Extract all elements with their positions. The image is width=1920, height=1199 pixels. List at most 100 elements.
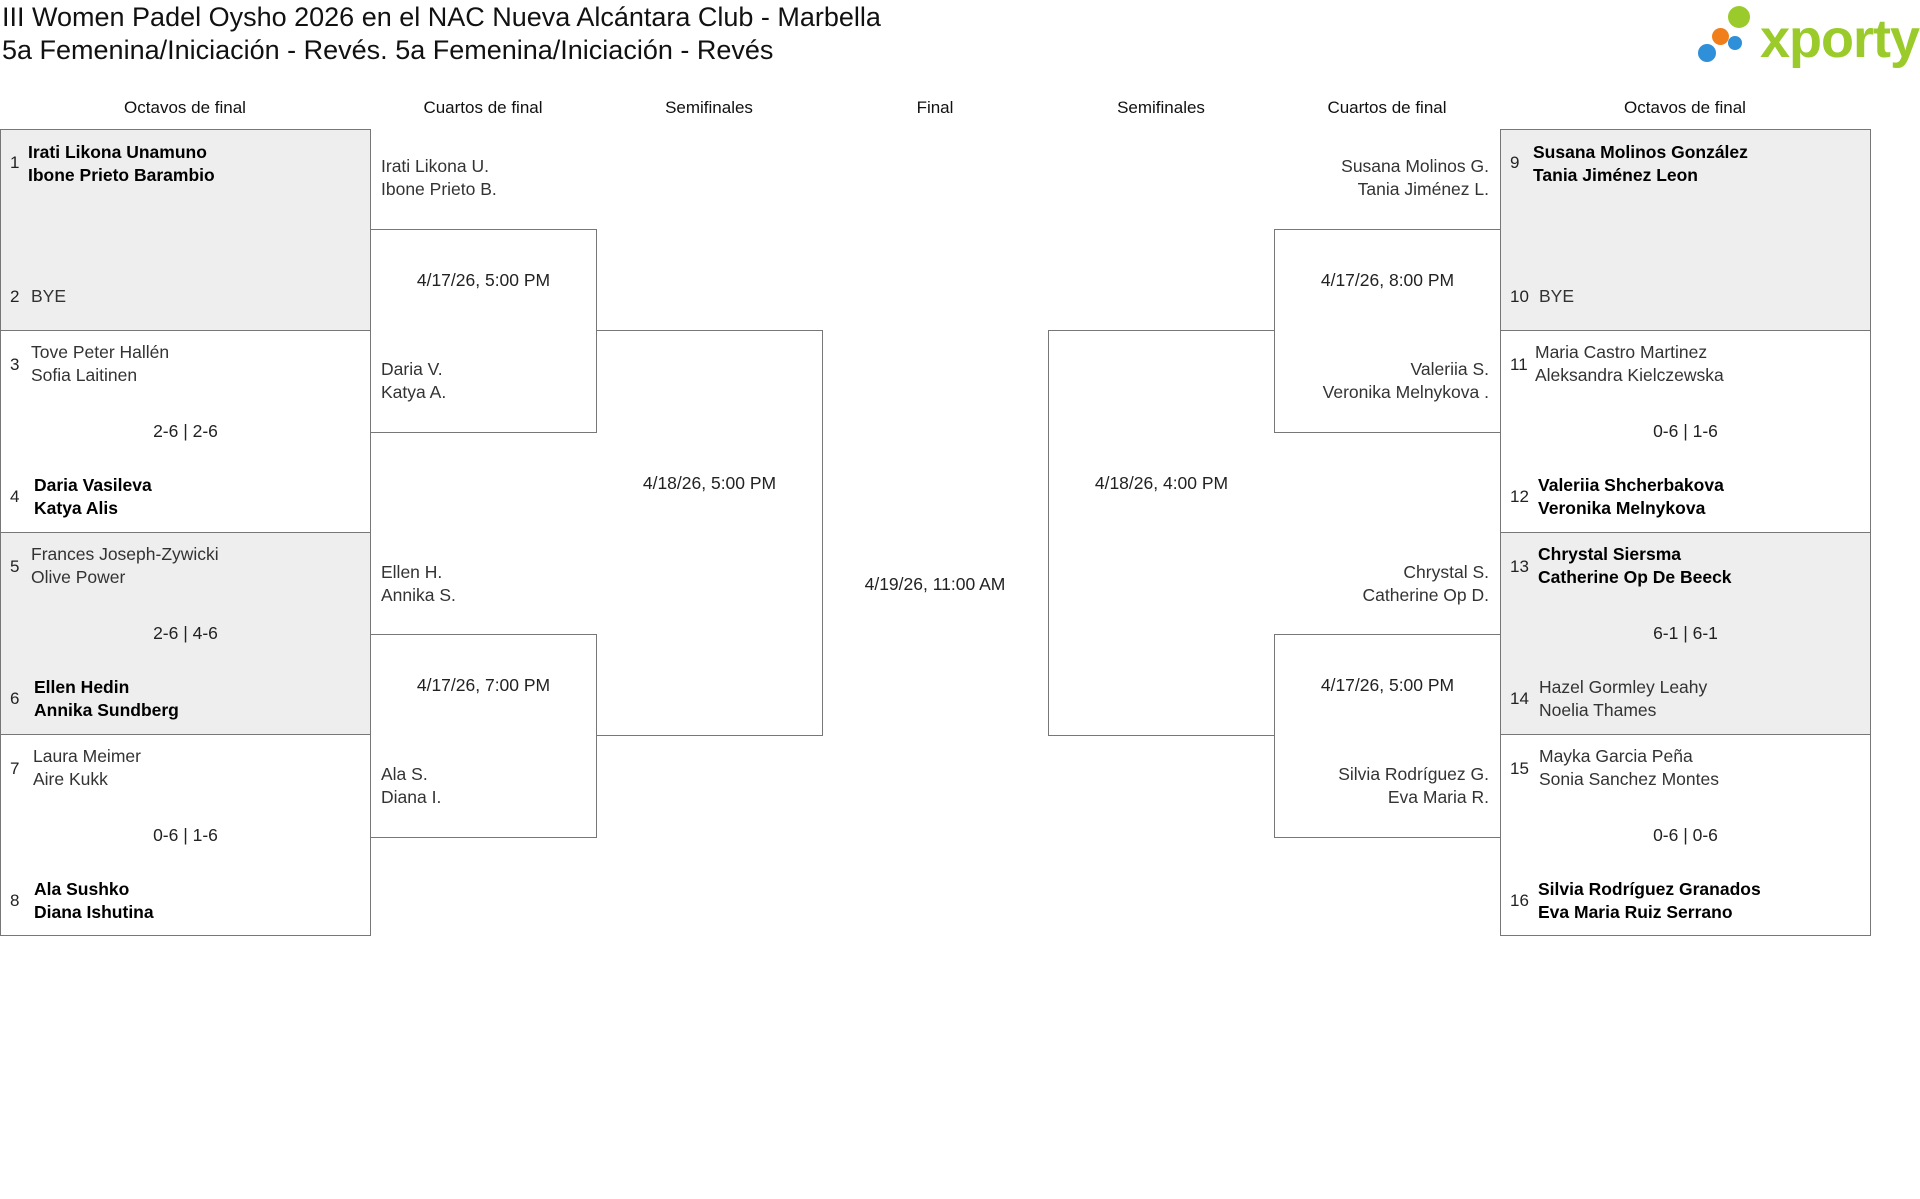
left-qf2-team-bottom: Ala S. Diana I. [381, 763, 441, 809]
player-name: Ibone Prieto Barambio [28, 165, 215, 185]
left-r16-match-1: 1 Irati Likona Unamuno Ibone Prieto Bara… [0, 129, 371, 331]
round-title-left-r16: Octavos de final [124, 98, 246, 117]
right-r16-match-2: 11 Maria Castro Martinez Aleksandra Kiel… [1500, 330, 1871, 533]
seed-number: 8 [10, 891, 20, 910]
seed-number: 11 [1510, 355, 1528, 374]
page-subtitle: 5a Femenina/Iniciación - Revés. 5a Femen… [2, 35, 774, 65]
team-top: Mayka Garcia Peña Sonia Sanchez Montes [1539, 745, 1719, 791]
player-name: Irati Likona U. [381, 156, 489, 176]
right-r16-match-4: 15 Mayka Garcia Peña Sonia Sanchez Monte… [1500, 734, 1871, 936]
left-qf2-bracket [370, 634, 597, 838]
team-top: Maria Castro Martinez Aleksandra Kielcze… [1535, 341, 1724, 387]
team-top: Tove Peter Hallén Sofia Laitinen [31, 341, 169, 387]
right-qf2-team-bottom: Silvia Rodríguez G. Eva Maria R. [1338, 763, 1489, 809]
team-top: Susana Molinos González Tania Jiménez Le… [1533, 141, 1748, 187]
seed-number: 13 [1510, 557, 1529, 576]
player-name: Veronika Melnykova [1538, 498, 1706, 518]
team-bottom: BYE [31, 285, 66, 308]
team-top: Irati Likona Unamuno Ibone Prieto Baramb… [28, 141, 215, 187]
team-top: Laura Meimer Aire Kukk [33, 745, 141, 791]
player-name: Veronika Melnykova . [1322, 382, 1489, 402]
seed-number: 7 [10, 759, 20, 778]
team-bottom: Ala Sushko Diana Ishutina [34, 878, 154, 924]
team-bottom: Daria Vasileva Katya Alis [34, 474, 152, 520]
left-qf2-time: 4/17/26, 7:00 PM [416, 675, 551, 695]
match-score: 0-6 | 1-6 [153, 825, 218, 845]
seed-number: 3 [10, 355, 20, 374]
team-top: Frances Joseph-Zywicki Olive Power [31, 543, 219, 589]
player-name: Hazel Gormley Leahy [1539, 677, 1708, 697]
player-name: Laura Meimer [33, 746, 141, 766]
player-name: Silvia Rodríguez G. [1338, 764, 1489, 784]
left-sf-bracket [596, 330, 823, 736]
player-name: Silvia Rodríguez Granados [1538, 879, 1761, 899]
right-qf2-time: 4/17/26, 5:00 PM [1320, 675, 1455, 695]
round-title-left-sf: Semifinales [665, 98, 753, 117]
team-bottom: BYE [1539, 285, 1574, 308]
seed-number: 5 [10, 557, 20, 576]
player-name: Susana Molinos G. [1341, 156, 1489, 176]
right-qf1-team-bottom: Valeriia S. Veronika Melnykova . [1323, 358, 1489, 404]
logo-dot-orange [1712, 28, 1729, 45]
player-name: Daria Vasileva [34, 475, 152, 495]
match-score: 0-6 | 1-6 [1653, 421, 1718, 441]
player-name: Ellen H. [381, 562, 443, 582]
player-name: Aire Kukk [33, 769, 108, 789]
player-name: Chrystal Siersma [1538, 544, 1681, 564]
xporty-logo: xporty [1698, 6, 1920, 69]
seed-number: 2 [10, 287, 20, 306]
player-name: BYE [1539, 286, 1575, 306]
player-name: Maria Castro Martinez [1535, 342, 1708, 362]
player-name: Irati Likona Unamuno [28, 142, 207, 162]
player-name: Sofia Laitinen [31, 365, 138, 385]
seed-number: 4 [10, 487, 20, 506]
final-time: 4/19/26, 11:00 AM [864, 574, 1006, 594]
player-name: Annika Sundberg [34, 700, 179, 720]
player-name: Catherine Op D. [1362, 585, 1489, 605]
seed-number: 9 [1510, 153, 1520, 172]
left-r16-match-4: 7 Laura Meimer Aire Kukk 0-6 | 1-6 8 Ala… [0, 734, 371, 936]
seed-number: 1 [10, 153, 20, 172]
left-qf2-team-top: Ellen H. Annika S. [381, 561, 456, 607]
player-name: Chrystal S. [1403, 562, 1489, 582]
logo-dot-blue-1 [1698, 44, 1716, 62]
match-score: 6-1 | 6-1 [1653, 623, 1718, 643]
round-title-left-qf: Cuartos de final [423, 98, 543, 117]
team-bottom: Silvia Rodríguez Granados Eva Maria Ruiz… [1538, 878, 1761, 924]
round-title-right-sf: Semifinales [1117, 98, 1205, 117]
right-qf2-bracket [1274, 634, 1501, 838]
right-qf1-time: 4/17/26, 8:00 PM [1320, 270, 1455, 290]
player-name: Susana Molinos González [1533, 142, 1748, 162]
left-r16-match-2: 3 Tove Peter Hallén Sofia Laitinen 2-6 |… [0, 330, 371, 533]
team-top: Chrystal Siersma Catherine Op De Beeck [1538, 543, 1732, 589]
right-qf1-bracket [1274, 229, 1501, 433]
player-name: Tania Jiménez Leon [1533, 165, 1698, 185]
player-name: Olive Power [31, 567, 126, 587]
round-title-right-qf: Cuartos de final [1327, 98, 1447, 117]
player-name: Diana I. [381, 787, 442, 807]
player-name: Valeriia Shcherbakova [1538, 475, 1724, 495]
team-bottom: Ellen Hedin Annika Sundberg [34, 676, 179, 722]
seed-number: 6 [10, 689, 20, 708]
logo-dot-blue-2 [1728, 36, 1742, 50]
player-name: Catherine Op De Beeck [1538, 567, 1732, 587]
player-name: Ellen Hedin [34, 677, 130, 697]
left-qf1-bracket [370, 229, 597, 433]
right-r16-match-1: 9 Susana Molinos González Tania Jiménez … [1500, 129, 1871, 331]
seed-number: 15 [1510, 759, 1529, 778]
seed-number: 14 [1510, 689, 1529, 708]
left-qf1-time: 4/17/26, 5:00 PM [416, 270, 551, 290]
page-title: III Women Padel Oysho 2026 en el NAC Nue… [2, 2, 881, 32]
player-name: Valeriia S. [1410, 359, 1489, 379]
right-sf-time: 4/18/26, 4:00 PM [1094, 473, 1229, 493]
left-qf1-team-bottom: Daria V. Katya A. [381, 358, 446, 404]
player-name: Daria V. [381, 359, 443, 379]
player-name: Aleksandra Kielczewska [1535, 365, 1724, 385]
left-sf-time: 4/18/26, 5:00 PM [642, 473, 777, 493]
left-qf1-team-top: Irati Likona U. Ibone Prieto B. [381, 155, 497, 201]
player-name: Ala S. [381, 764, 428, 784]
round-title-right-r16: Octavos de final [1624, 98, 1746, 117]
seed-number: 12 [1510, 487, 1529, 506]
seed-number: 16 [1510, 891, 1529, 910]
player-name: Katya Alis [34, 498, 118, 518]
